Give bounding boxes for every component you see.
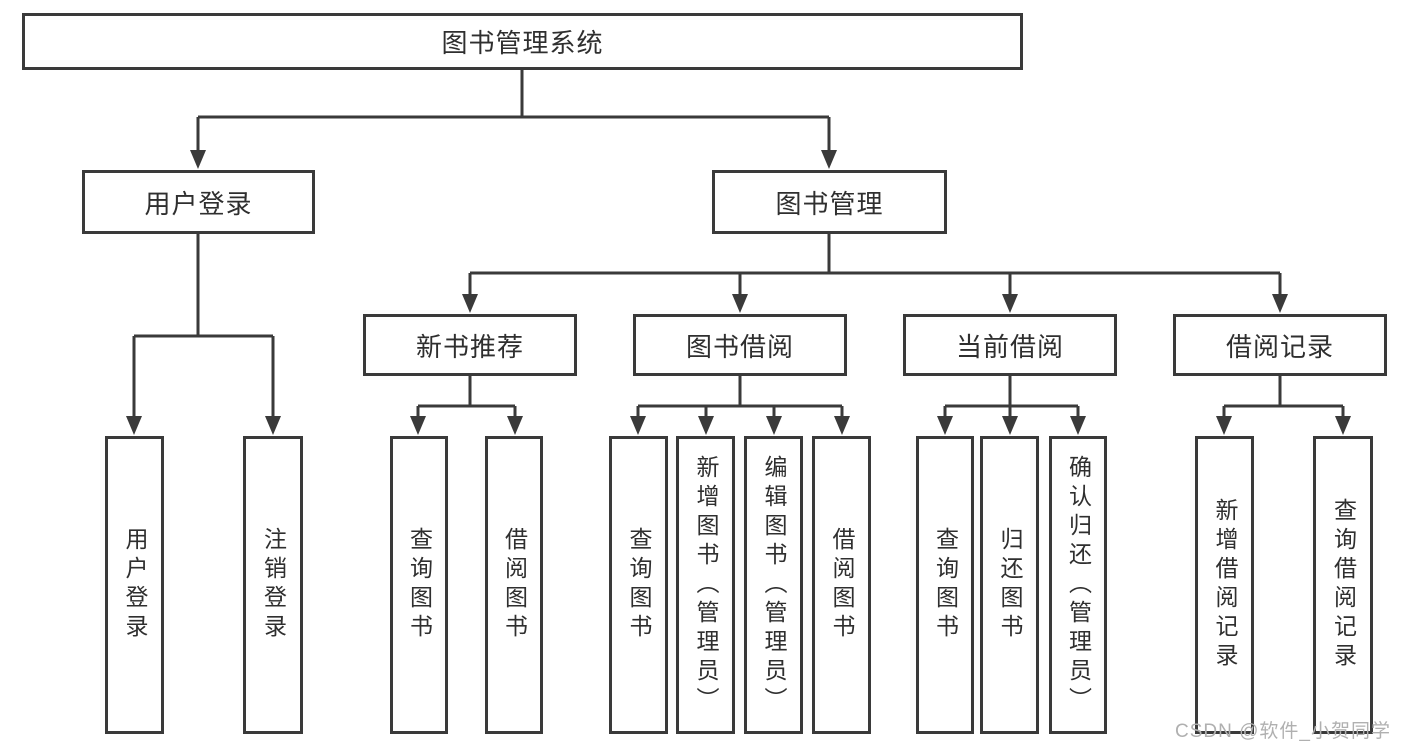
leaf-borrowing-query-books: 查询图书	[609, 436, 668, 734]
leaf-recommend-query-books-label: 查询图书	[406, 527, 433, 643]
leaf-current-confirm-return-admin-label: 确认归还（管理员）	[1065, 454, 1092, 716]
node-library-system: 图书管理系统	[22, 13, 1023, 70]
node-book-management: 图书管理	[712, 170, 947, 234]
leaf-borrowing-edit-books-admin: 编辑图书（管理员）	[744, 436, 803, 734]
leaf-recommend-borrow-books-label: 借阅图书	[501, 527, 528, 643]
node-user-login: 用户登录	[82, 170, 315, 234]
leaf-borrowing-query-books-label: 查询图书	[626, 527, 652, 643]
leaf-current-return-books: 归还图书	[980, 436, 1039, 734]
node-new-book-recommend: 新书推荐	[363, 314, 577, 376]
leaf-records-add-record-label: 新增借阅记录	[1212, 498, 1238, 672]
leaf-current-query-books-label: 查询图书	[932, 527, 959, 643]
leaf-records-query-record-label: 查询借阅记录	[1330, 498, 1357, 672]
leaf-recommend-borrow-books: 借阅图书	[485, 436, 543, 734]
leaf-borrowing-borrow-books: 借阅图书	[812, 436, 871, 734]
node-library-system-label: 图书管理系统	[441, 28, 604, 58]
leaf-current-return-books-label: 归还图书	[997, 527, 1023, 643]
node-user-login-label: 用户登录	[144, 188, 253, 219]
node-book-borrowing-label: 图书借阅	[685, 331, 794, 362]
leaf-borrowing-add-books-admin-label: 新增图书（管理员）	[693, 454, 719, 716]
node-borrowing-records: 借阅记录	[1173, 314, 1387, 376]
leaf-user-login-label: 用户登录	[122, 527, 148, 643]
leaf-borrowing-borrow-books-label: 借阅图书	[829, 527, 855, 643]
node-borrowing-records-label: 借阅记录	[1225, 331, 1334, 362]
node-book-borrowing: 图书借阅	[633, 314, 847, 376]
csdn-watermark: CSDN @软件_小贺同学	[1175, 721, 1391, 742]
leaf-borrowing-edit-books-admin-label: 编辑图书（管理员）	[761, 454, 787, 716]
node-current-borrowing-label: 当前借阅	[955, 331, 1064, 362]
leaf-records-add-record: 新增借阅记录	[1195, 436, 1254, 734]
leaf-recommend-query-books: 查询图书	[390, 436, 448, 734]
node-current-borrowing: 当前借阅	[903, 314, 1117, 376]
leaf-user-login: 用户登录	[105, 436, 164, 734]
leaf-logout: 注销登录	[243, 436, 303, 734]
node-new-book-recommend-label: 新书推荐	[415, 331, 524, 362]
node-book-management-label: 图书管理	[775, 188, 884, 219]
leaf-borrowing-add-books-admin: 新增图书（管理员）	[676, 436, 735, 734]
leaf-current-query-books: 查询图书	[916, 436, 974, 734]
leaf-current-confirm-return-admin: 确认归还（管理员）	[1049, 436, 1107, 734]
leaf-logout-label: 注销登录	[260, 527, 287, 643]
leaf-records-query-record: 查询借阅记录	[1313, 436, 1373, 734]
